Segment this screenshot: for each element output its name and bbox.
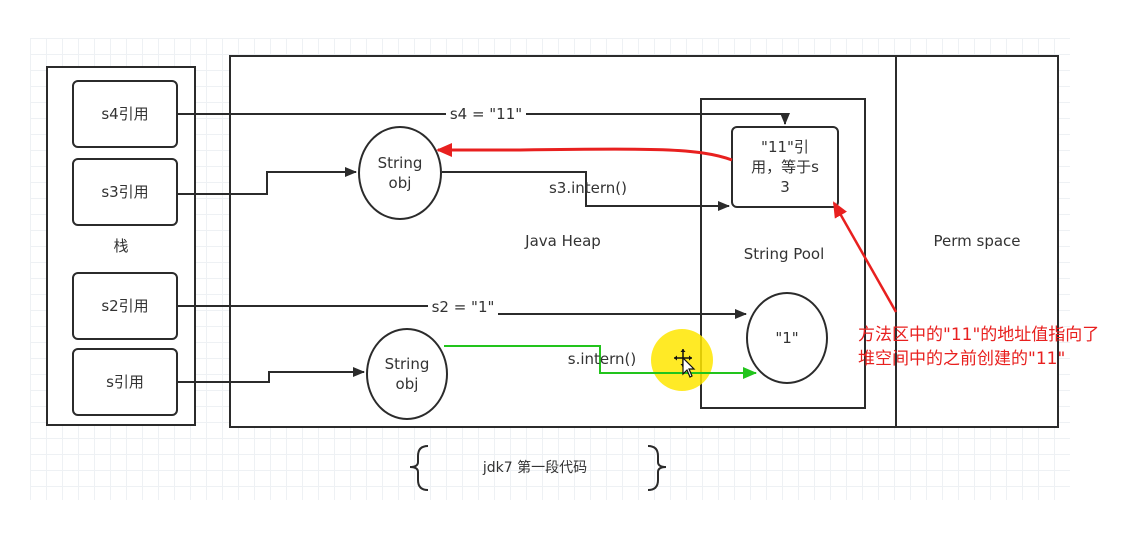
stack-title: 栈 xyxy=(113,237,129,255)
red-arrow-pool-to-heap xyxy=(436,143,733,162)
pool-literal-label: "1" xyxy=(775,329,799,347)
left-brace xyxy=(409,445,429,491)
pool-ref-11-box: "11"引 用，等于s 3 xyxy=(731,126,839,208)
string-obj-label: String obj xyxy=(377,154,423,192)
stack-ref-label: s2引用 xyxy=(101,297,149,315)
arrow-s-to-obj xyxy=(178,367,365,383)
stack-ref-label: s4引用 xyxy=(101,105,149,123)
arrow-s3-intern xyxy=(442,171,730,211)
stack-ref-label: s引用 xyxy=(106,373,144,391)
label-s-intern: s.intern() xyxy=(567,350,637,368)
perm-space-container xyxy=(895,55,1059,428)
right-brace xyxy=(647,445,667,491)
label-s2-assign: s2 = "1" xyxy=(428,297,498,317)
string-pool-title: String Pool xyxy=(743,245,825,263)
stack-ref-s3: s3引用 xyxy=(72,158,178,226)
red-arrow-annotation xyxy=(832,201,898,313)
cursor-highlight xyxy=(651,329,713,391)
label-s3-intern: s3.intern() xyxy=(548,179,628,197)
pool-ref-11-label: "11"引 用，等于s 3 xyxy=(751,138,819,196)
string-obj-bottom: String obj xyxy=(366,328,448,420)
arrow-s-intern xyxy=(444,345,757,379)
arrow-s3-to-obj xyxy=(178,167,357,195)
string-obj-label: String obj xyxy=(384,355,430,393)
pool-literal-1: "1" xyxy=(746,292,828,384)
string-obj-top: String obj xyxy=(358,126,442,220)
move-cursor-icon xyxy=(674,349,696,378)
java-heap-title: Java Heap xyxy=(525,232,601,250)
perm-space-title: Perm space xyxy=(933,232,1021,250)
arrow-s4-to-pool xyxy=(178,113,790,125)
stack-ref-label: s3引用 xyxy=(101,183,149,201)
stack-ref-s: s引用 xyxy=(72,348,178,416)
label-s4-assign: s4 = "11" xyxy=(446,104,526,124)
stack-ref-s2: s2引用 xyxy=(72,272,178,340)
stack-ref-s4: s4引用 xyxy=(72,80,178,148)
annotation-text: 方法区中的"11"的地址值指向了 堆空间中的之前创建的"11" xyxy=(858,325,1100,369)
caption: jdk7 第一段代码 xyxy=(482,460,588,476)
